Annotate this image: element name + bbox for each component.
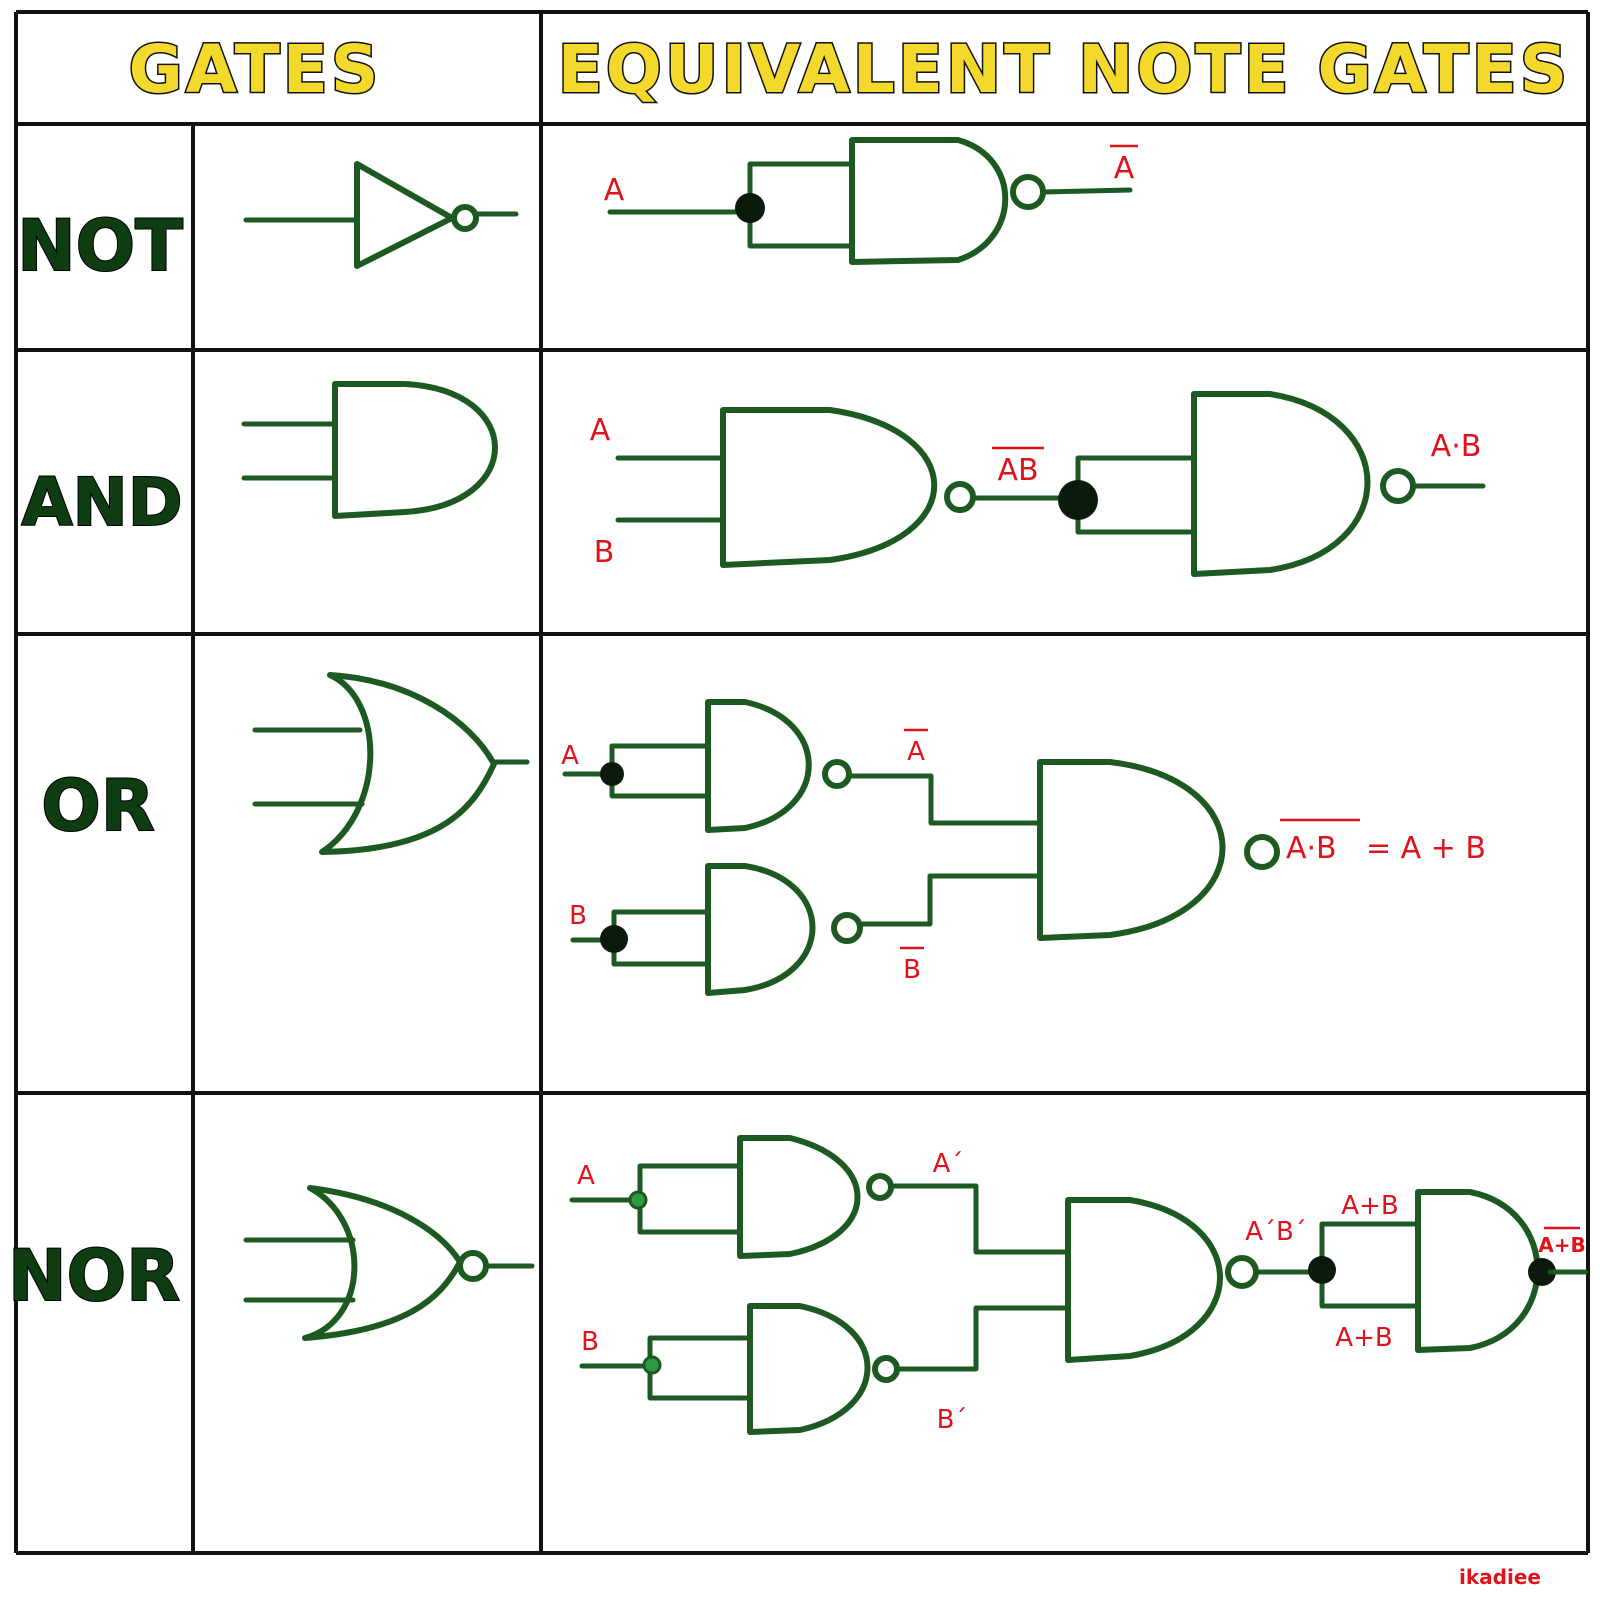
or-not-a-label: A xyxy=(907,737,925,767)
equivalent-gates-header: EQUIVALENT NOTE GATES xyxy=(558,31,1571,108)
output-bubble xyxy=(1528,1258,1556,1286)
nor-gate-symbol xyxy=(243,1185,535,1341)
and-output-label: A·B xyxy=(1431,429,1482,464)
junction-dot xyxy=(1308,1256,1336,1284)
row-name-and: AND xyxy=(21,464,182,541)
not-nand-equivalent xyxy=(607,137,1133,265)
row-name-nor: NOR xyxy=(8,1235,180,1317)
row-name-or: OR xyxy=(41,765,154,847)
nor-or-bottom-label: A+B xyxy=(1335,1323,1392,1353)
nor-input-a-label: A xyxy=(577,1161,595,1191)
nor-or-top-label: A+B xyxy=(1341,1191,1398,1221)
or-gate-symbol xyxy=(252,672,530,855)
or-output-lhs: A·B xyxy=(1286,831,1337,866)
or-input-b-label: B xyxy=(569,901,587,931)
row-name-not: NOT xyxy=(17,205,183,287)
and-input-b-label: B xyxy=(594,535,615,570)
and-nand-equivalent xyxy=(615,391,1486,577)
gates-header: GATES xyxy=(129,31,382,108)
not-gate-symbol xyxy=(243,161,519,269)
junction-dot xyxy=(735,193,765,223)
nor-output-label: A+B xyxy=(1538,1233,1585,1257)
nor-input-b-label: B xyxy=(581,1327,599,1357)
or-nand-equivalent xyxy=(562,699,1280,996)
junction-dot xyxy=(600,762,624,786)
and-gate-symbol xyxy=(241,381,498,519)
or-input-a-label: A xyxy=(561,741,579,771)
nor-b-prime-label: B´ xyxy=(937,1405,968,1435)
or-output-rhs: = A + B xyxy=(1366,831,1486,866)
nor-nand-equivalent xyxy=(569,1135,1589,1435)
junction-dot xyxy=(642,1355,662,1375)
and-input-a-label: A xyxy=(590,413,611,448)
and-intermediate-label: AB xyxy=(997,453,1038,488)
junction-dot xyxy=(600,925,628,953)
junction-dot xyxy=(1058,480,1098,520)
not-input-label: A xyxy=(604,173,625,208)
signature: ikadiee xyxy=(1459,1565,1541,1589)
junction-dot xyxy=(628,1190,648,1210)
nor-a-prime-label: A´ xyxy=(933,1149,964,1179)
nor-ab-prime-label: A´B´ xyxy=(1245,1217,1307,1247)
or-not-b-label: B xyxy=(903,955,921,985)
not-output-label: A xyxy=(1114,151,1135,186)
table-grid xyxy=(14,10,1590,1555)
